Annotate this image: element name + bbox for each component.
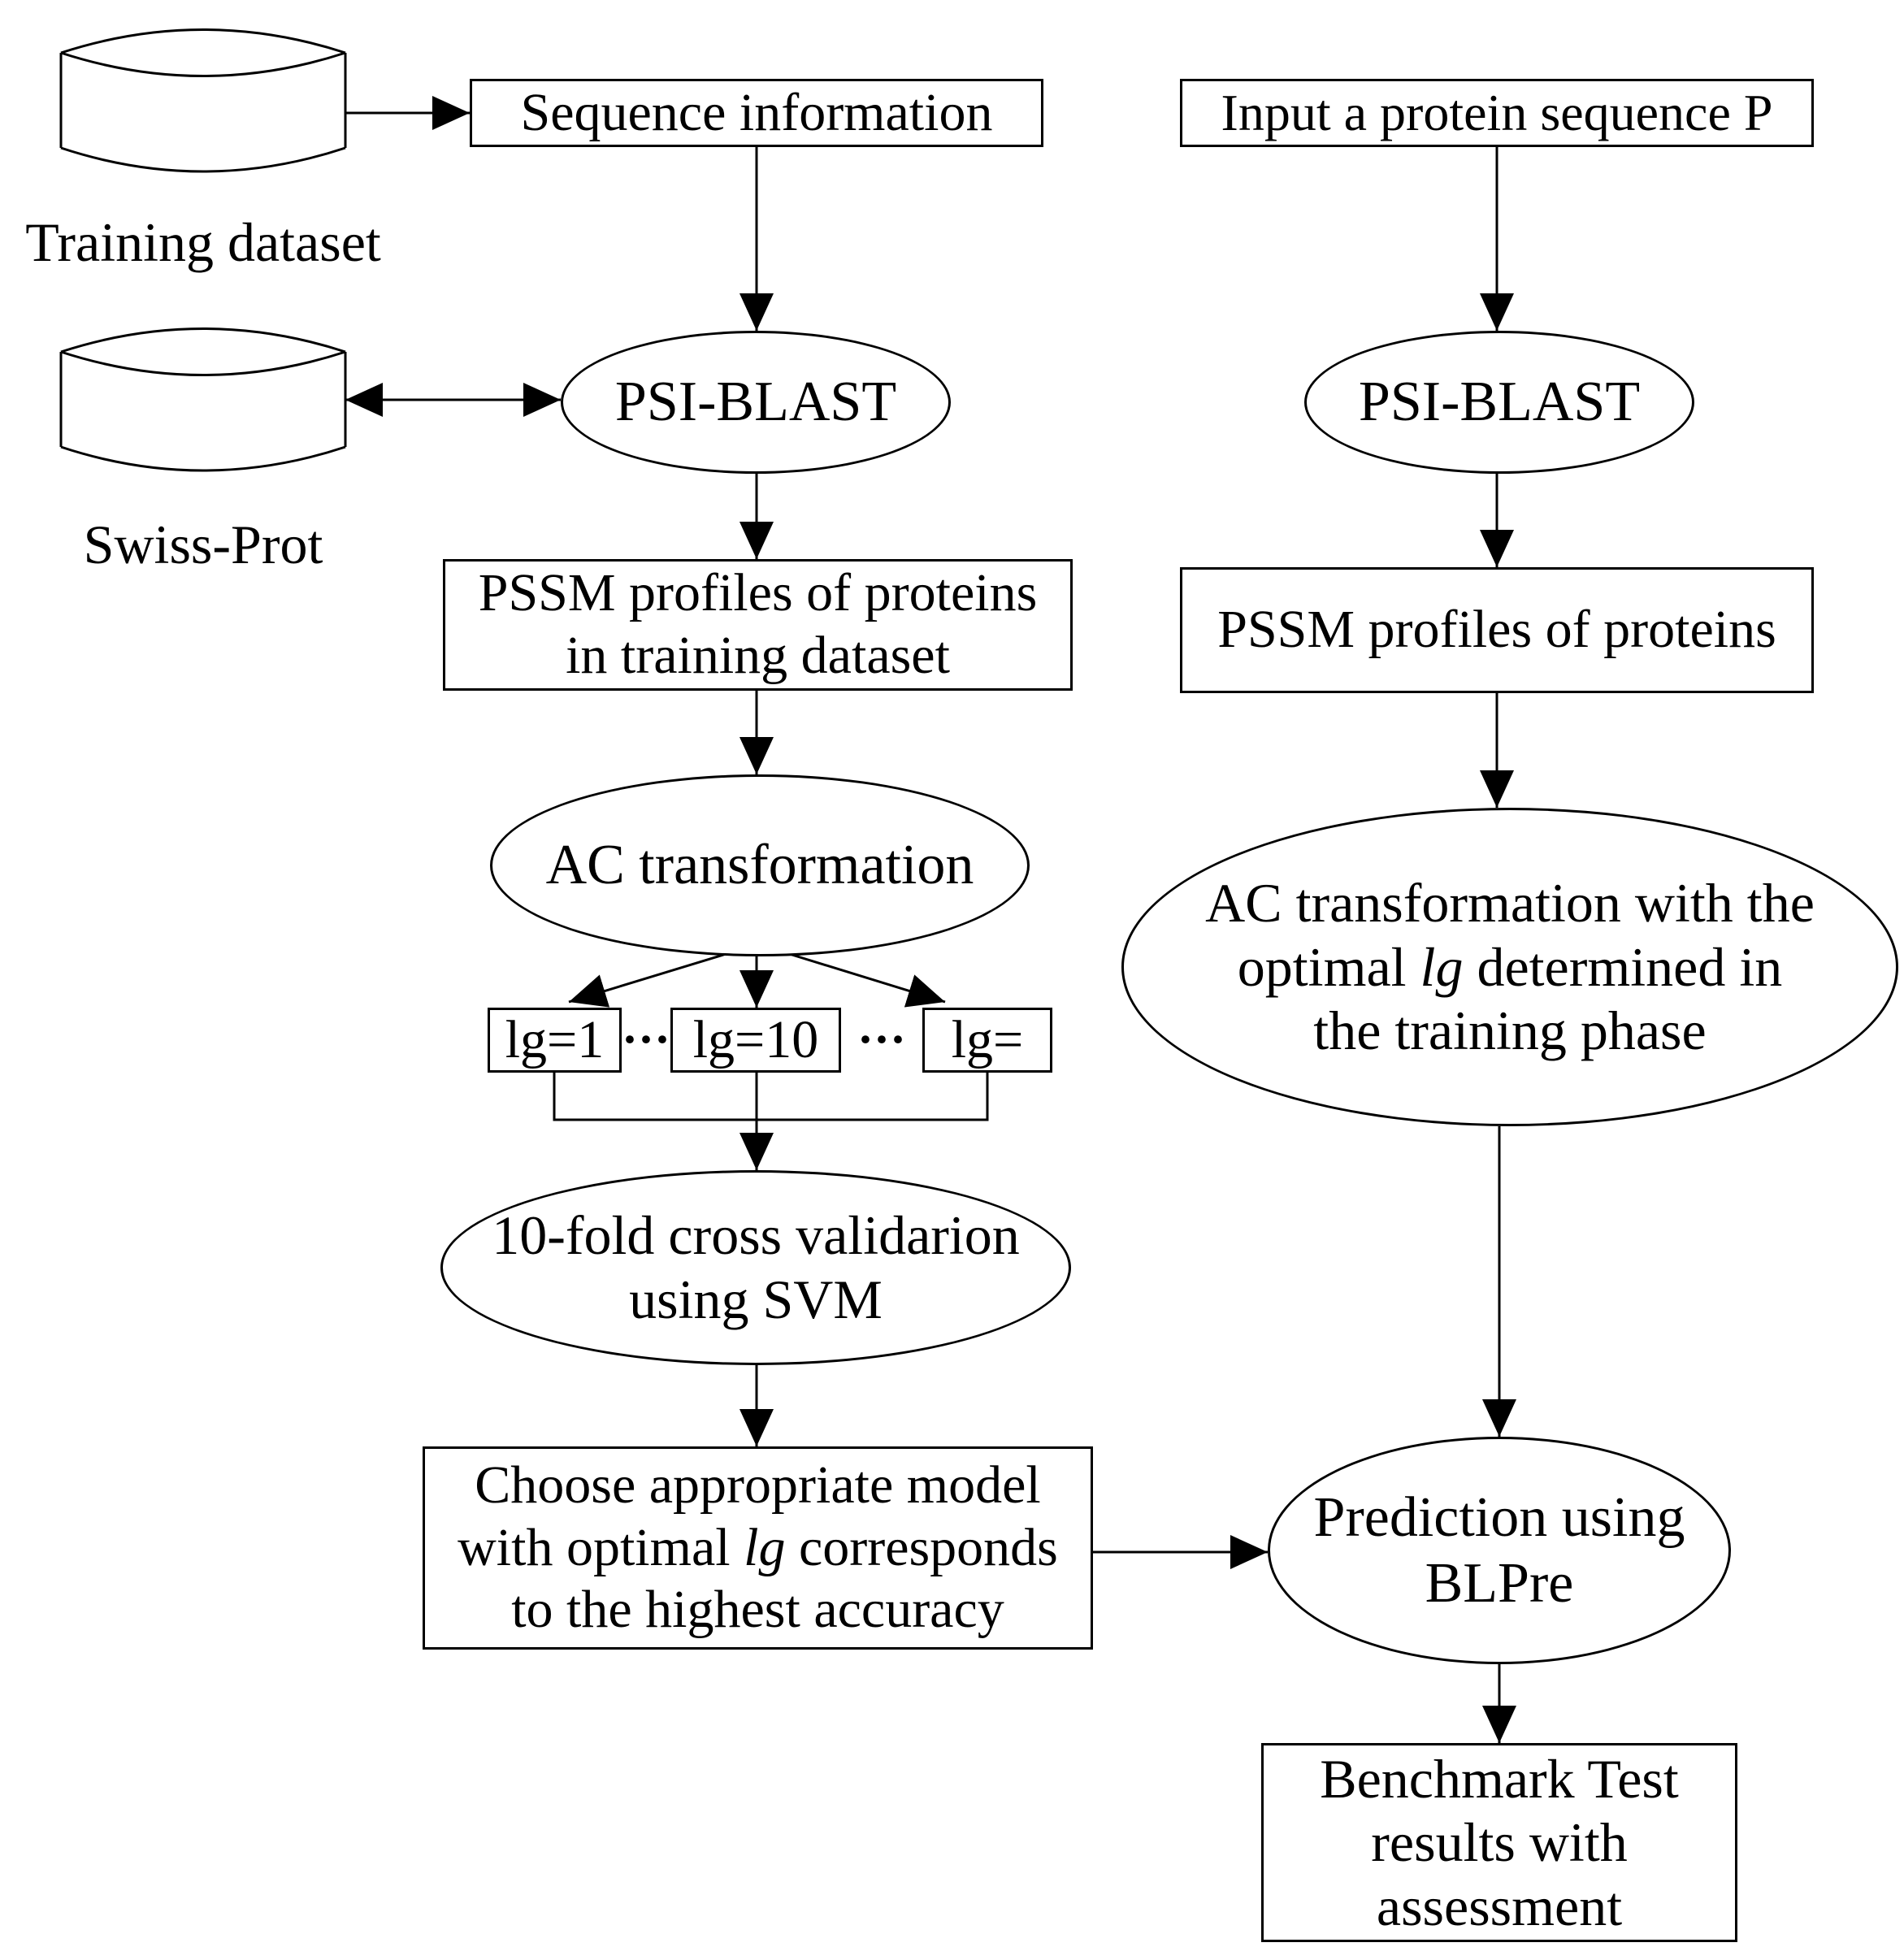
benchmark-line1: Benchmark Test: [1320, 1748, 1679, 1810]
psi-blast-label-training: PSI-BLAST: [614, 371, 897, 434]
input-protein-sequence-box: Input a protein sequence P: [1180, 79, 1814, 147]
ellipsis-dots-right: ···: [853, 1012, 910, 1069]
cross-validation-line2: using SVM: [629, 1268, 883, 1330]
ac-transformation-label: AC transformation: [545, 834, 974, 897]
pssm-profiles-prediction-box: PSSM profiles of proteins: [1180, 567, 1814, 693]
ac-optimal-line2-post: determined in: [1463, 935, 1783, 998]
choose-model-line2-lg: lg: [744, 1517, 786, 1577]
ac-optimal-line2-pre: optimal: [1237, 935, 1420, 998]
sequence-information-label: Sequence information: [520, 82, 993, 142]
lg-equals-1-label: lg=1: [505, 1009, 605, 1069]
ellipsis-dots-left-text: ···: [621, 1013, 671, 1067]
ac-optimal-line3: the training phase: [1313, 1000, 1707, 1062]
prediction-line1: Prediction using: [1313, 1485, 1685, 1549]
ellipsis-dots-right-text: ···: [857, 1013, 907, 1067]
training-dataset-text: Training dataset: [25, 210, 381, 273]
choose-model-line2-pre: with optimal: [458, 1517, 744, 1577]
benchmark-line2: results with: [1371, 1811, 1628, 1874]
psi-blast-label-prediction: PSI-BLAST: [1358, 371, 1641, 434]
swissprot-text: Swiss-Prot: [83, 513, 323, 575]
choose-model-line1: Choose appropriate model: [475, 1455, 1041, 1516]
ac-optimal-line1: AC transformation with the: [1205, 871, 1815, 934]
lg-equals-10-label: lg=10: [692, 1009, 819, 1069]
lg-merge-bracket: [553, 1073, 989, 1170]
prediction-blpre-ellipse: Prediction using BLPre: [1268, 1437, 1731, 1664]
choose-model-box: Choose appropriate model with optimal lg…: [423, 1446, 1093, 1650]
ac-optimal-line2: optimal lg determined in: [1238, 935, 1782, 1000]
prediction-line2: BLPre: [1425, 1552, 1574, 1615]
choose-model-line2: with optimal lg corresponds: [458, 1517, 1058, 1580]
swissprot-database-icon: [59, 327, 347, 472]
benchmark-line3: assessment: [1376, 1875, 1623, 1937]
pssm-prediction-label: PSSM profiles of proteins: [1217, 600, 1776, 660]
swissprot-label: Swiss-Prot: [41, 512, 366, 577]
ac-transformation-ellipse: AC transformation: [490, 774, 1030, 956]
ac-optimal-line2-lg: lg: [1420, 935, 1464, 998]
sequence-information-box: Sequence information: [470, 79, 1043, 147]
ellipsis-dots-left: ···: [618, 1012, 674, 1069]
cross-validation-line1: 10-fold cross validarion: [492, 1204, 1020, 1267]
psi-blast-ellipse-prediction: PSI-BLAST: [1304, 331, 1694, 474]
training-database-icon: [59, 28, 347, 173]
training-dataset-label: Training dataset: [24, 210, 382, 275]
pssm-training-line1: PSSM profiles of proteins: [478, 563, 1038, 623]
pssm-training-line2: in training dataset: [566, 626, 950, 685]
lg-equals-n-label: lg=: [951, 1009, 1024, 1069]
cross-validation-ellipse: 10-fold cross validarion using SVM: [440, 1170, 1071, 1365]
lg-equals-n-box: lg=: [922, 1008, 1052, 1073]
choose-model-line2-post: corresponds: [785, 1517, 1058, 1577]
lg-equals-10-box: lg=10: [670, 1008, 841, 1073]
arrow-ac-to-lgn: [783, 951, 946, 1008]
lg-equals-1-box: lg=1: [488, 1008, 622, 1073]
input-protein-sequence-label: Input a protein sequence P: [1221, 83, 1773, 141]
psi-blast-ellipse-training: PSI-BLAST: [561, 331, 951, 474]
arrow-ac-to-lg1: [568, 951, 732, 1008]
choose-model-line3: to the highest accuracy: [511, 1580, 1004, 1640]
ac-transformation-optimal-lg-ellipse: AC transformation with the optimal lg de…: [1121, 808, 1898, 1126]
pssm-profiles-training-box: PSSM profiles of proteins in training da…: [443, 559, 1073, 691]
benchmark-test-box: Benchmark Test results with assessment: [1261, 1743, 1737, 1942]
